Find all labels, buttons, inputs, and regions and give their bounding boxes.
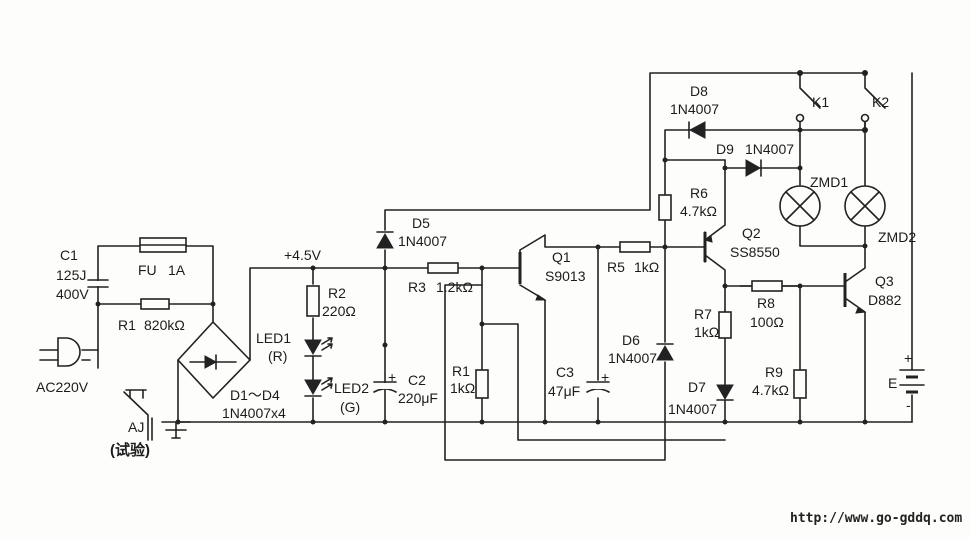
r2-resistor — [306, 285, 320, 317]
r1b-name-label: R1 — [452, 363, 470, 379]
c3-name-label: C3 — [556, 364, 574, 380]
c3-plus-label: + — [601, 369, 609, 385]
c3-value-label: 47μF — [548, 383, 580, 399]
r6-name-label: R6 — [690, 185, 708, 201]
watermark-url: http://www.go-gddq.com — [790, 511, 962, 526]
r8-value-label: 100Ω — [750, 314, 784, 330]
c1-voltage-label: 400V — [56, 286, 89, 302]
battery-minus-label: - — [906, 397, 911, 413]
q2-name-label: Q2 — [742, 225, 761, 241]
c1-name-label: C1 — [60, 247, 78, 263]
zmd2-name-label: ZMD2 — [878, 229, 916, 245]
junction-dots — [95, 127, 868, 425]
k1-switch[interactable] — [795, 70, 805, 123]
r2-value-label: 220Ω — [322, 303, 356, 319]
fuse — [139, 237, 187, 253]
d9-name-label: D9 — [716, 141, 734, 157]
led1-name-label: LED1 — [256, 330, 291, 346]
d9-diode — [745, 159, 762, 177]
d8-name-label: D8 — [690, 83, 708, 99]
battery-e — [899, 369, 925, 394]
bridge-rectifier — [175, 320, 252, 425]
q3-transistor — [843, 273, 867, 314]
r6-resistor — [658, 194, 672, 221]
d5-name-label: D5 — [412, 215, 430, 231]
r5-value-label: 1kΩ — [634, 259, 659, 275]
r9-value-label: 4.7kΩ — [752, 382, 789, 398]
q1-name-label: Q1 — [552, 249, 571, 265]
c1-capacitor — [87, 279, 109, 288]
d7-name-label: D7 — [688, 379, 706, 395]
d6-name-label: D6 — [622, 332, 640, 348]
fuse-name-label: FU — [138, 262, 157, 278]
d8-value-label: 1N4007 — [670, 101, 719, 117]
r1-1k-resistor — [475, 369, 489, 399]
k1-name-label: K1 — [812, 94, 829, 110]
d8-diode — [688, 121, 706, 139]
q3-value-label: D882 — [868, 292, 902, 308]
rail-voltage-label: +4.5V — [284, 247, 322, 263]
c1-value-label: 125J — [56, 267, 86, 283]
fuse-value-label: 1A — [168, 262, 186, 278]
k2-name-label: K2 — [872, 94, 889, 110]
r1b-value-label: 1kΩ — [450, 380, 475, 396]
d7-value-label: 1N4007 — [668, 401, 717, 417]
r3-name-label: R3 — [408, 279, 426, 295]
r9-resistor — [793, 369, 807, 399]
ac-source-label: AC220V — [36, 379, 89, 395]
r6-value-label: 4.7kΩ — [680, 203, 717, 219]
wires — [39, 72, 913, 461]
ac-plug — [39, 337, 81, 367]
r7-value-label: 1kΩ — [694, 324, 719, 340]
aj-name-label: AJ — [128, 419, 144, 435]
led2-name-label: LED2 — [334, 380, 369, 396]
bridge-name-label: D1～D4 — [230, 387, 280, 403]
d9-value-label: 1N4007 — [745, 141, 794, 157]
c2-plus-label: + — [388, 369, 396, 385]
zmd2-lamp — [844, 185, 886, 227]
r1a-name-label: R1 — [118, 317, 136, 333]
led1-color-label: (R) — [268, 348, 287, 364]
c2-name-label: C2 — [408, 372, 426, 388]
r7-resistor — [718, 311, 732, 339]
bridge-value-label: 1N4007x4 — [222, 405, 286, 421]
led2-green — [304, 377, 333, 397]
r1a-value-label: 820kΩ — [144, 317, 185, 333]
aj-caption-label: (试验) — [110, 441, 150, 459]
q1-transistor — [518, 252, 547, 301]
c2-capacitor — [373, 381, 397, 393]
led1-red — [304, 337, 333, 357]
r1-820k-resistor — [140, 298, 170, 310]
c3-capacitor — [586, 381, 610, 393]
d5-value-label: 1N4007 — [398, 233, 447, 249]
q2-value-label: SS8550 — [730, 244, 780, 260]
led2-color-label: (G) — [340, 399, 360, 415]
q3-name-label: Q3 — [875, 273, 894, 289]
r9-name-label: R9 — [765, 364, 783, 380]
r5-name-label: R5 — [607, 259, 625, 275]
r3-value-label: 1.2kΩ — [436, 279, 473, 295]
q1-value-label: S9013 — [545, 268, 586, 284]
q2-transistor — [703, 232, 713, 262]
r3-resistor — [427, 262, 459, 274]
zmd1-lamp — [779, 185, 821, 227]
d6-diode — [656, 343, 674, 361]
zmd1-name-label: ZMD1 — [810, 174, 848, 190]
k2-switch[interactable] — [860, 70, 870, 133]
r5-resistor — [619, 241, 651, 253]
d5-diode — [376, 231, 394, 249]
labels: C1 125J 400V FU 1A R1 820kΩ AC220V AJ (试… — [36, 83, 962, 526]
r8-resistor — [751, 280, 783, 292]
d7-diode — [716, 384, 734, 401]
r8-name-label: R8 — [757, 295, 775, 311]
battery-name-label: E — [888, 375, 897, 391]
battery-plus-label: + — [904, 350, 912, 366]
r7-name-label: R7 — [694, 306, 712, 322]
r2-name-label: R2 — [328, 285, 346, 301]
c2-value-label: 220μF — [398, 390, 438, 406]
d6-value-label: 1N4007 — [608, 350, 657, 366]
